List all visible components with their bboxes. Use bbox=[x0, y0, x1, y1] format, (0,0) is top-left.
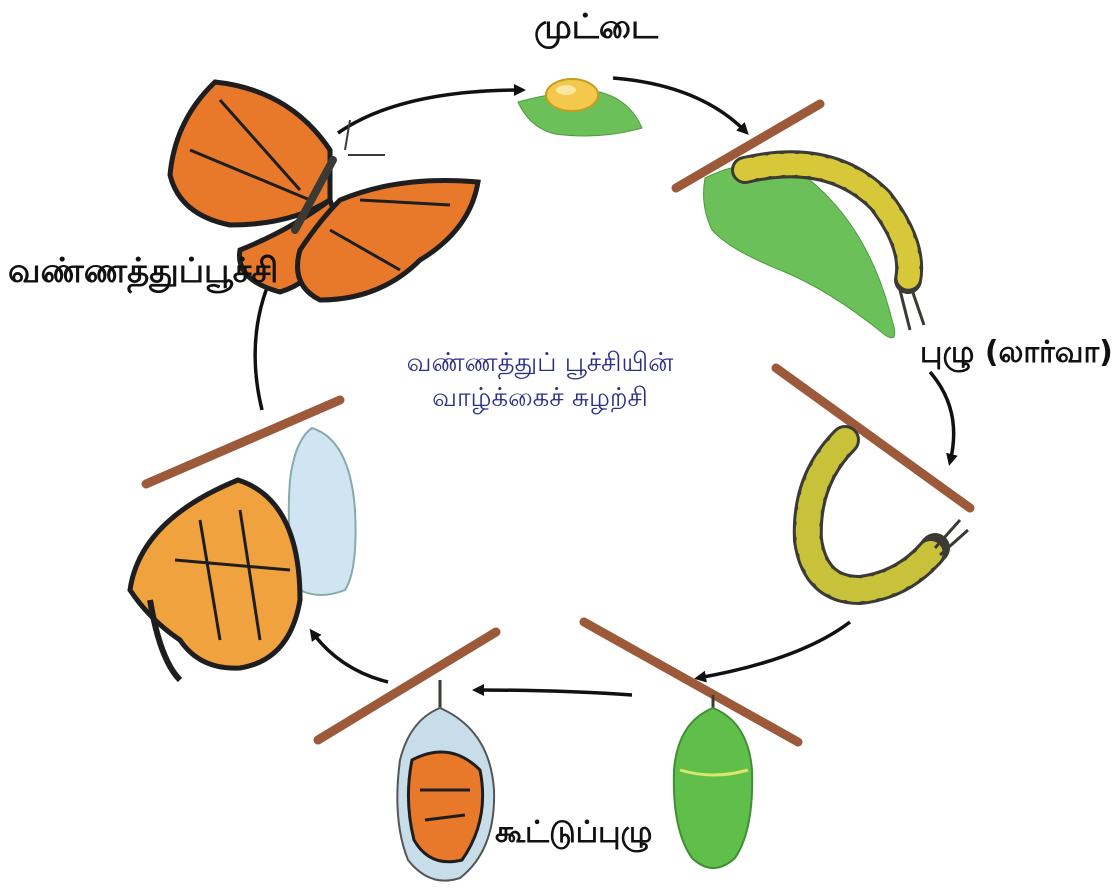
larva-illustration bbox=[676, 104, 924, 338]
arrow-butterfly-to-egg bbox=[338, 90, 522, 133]
diagram-title: வண்ணத்துப் பூச்சியின் வாழ்க்கைச் சுழற்சி bbox=[330, 346, 750, 416]
emerging-wings bbox=[130, 480, 300, 668]
arrow-hanging-to-chrysalis bbox=[698, 622, 850, 678]
emerging-butterfly-illustration bbox=[130, 400, 356, 680]
label-egg: முட்டை bbox=[534, 10, 658, 44]
label-butterfly: வண்ணத்துப்பூச்சி bbox=[8, 254, 278, 288]
pupa-illustration bbox=[318, 632, 496, 881]
arrow-larva-to-hanging bbox=[930, 372, 954, 462]
arrow-pupa-to-emerging bbox=[312, 632, 388, 682]
twig bbox=[318, 632, 496, 740]
egg-illustration bbox=[518, 79, 642, 136]
label-larva: புழு (லார்வா) bbox=[920, 338, 1113, 368]
egg bbox=[546, 79, 598, 111]
arrow-chrysalis-to-pupa bbox=[476, 690, 632, 695]
hanging-larva-illustration bbox=[776, 368, 970, 590]
title-line-1: வண்ணத்துப் பூச்சியின் bbox=[330, 346, 750, 381]
arrow-emerging-to-butterfly bbox=[255, 280, 270, 410]
green-chrysalis bbox=[674, 708, 752, 868]
label-pupa: கூட்டுப்புழு bbox=[495, 818, 652, 848]
title-line-2: வாழ்க்கைச் சுழற்சி bbox=[330, 381, 750, 416]
